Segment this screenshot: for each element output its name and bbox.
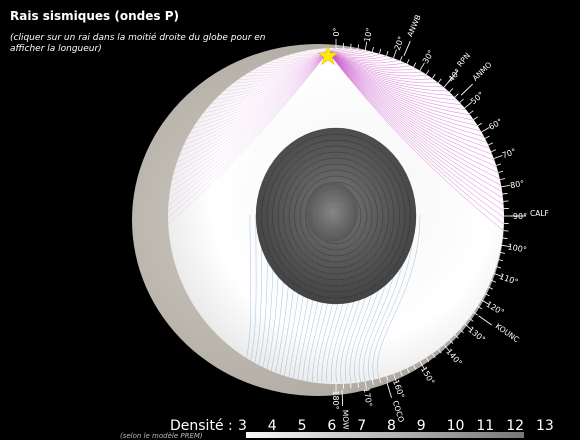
degree-tick bbox=[488, 143, 493, 145]
degree-tick bbox=[500, 179, 505, 180]
degree-label: 80° bbox=[510, 179, 526, 190]
station-marker bbox=[479, 316, 492, 325]
degree-label: 50° bbox=[469, 90, 486, 106]
degree-tick bbox=[414, 63, 416, 67]
station-label: RPN bbox=[455, 51, 472, 69]
density-colorbar bbox=[246, 432, 524, 438]
degree-tick bbox=[498, 171, 503, 172]
degree-tick bbox=[491, 150, 496, 152]
station-label: ANWB bbox=[405, 13, 422, 38]
degree-tick bbox=[400, 56, 402, 61]
station-label: MOW bbox=[341, 410, 351, 431]
degree-tick bbox=[460, 99, 464, 102]
degree-label: 170° bbox=[361, 387, 373, 408]
degree-tick bbox=[503, 238, 508, 239]
degree-label: 20° bbox=[393, 35, 406, 51]
degree-tick bbox=[420, 63, 425, 71]
degree-tick bbox=[485, 136, 489, 138]
station-label: ANMO bbox=[471, 60, 494, 83]
station-marker bbox=[461, 84, 473, 95]
degree-label: 30° bbox=[421, 49, 436, 66]
degree-tick bbox=[500, 252, 505, 253]
degree-label: 0° bbox=[332, 27, 341, 36]
degree-tick bbox=[387, 51, 389, 56]
station-label: KOUNC bbox=[494, 322, 521, 345]
degree-label: 90° bbox=[513, 212, 527, 221]
inner-core bbox=[306, 182, 358, 242]
degree-tick bbox=[407, 59, 409, 64]
degree-tick bbox=[426, 70, 429, 74]
degree-tick bbox=[501, 185, 510, 187]
degree-tick bbox=[379, 49, 380, 54]
degree-label: 130° bbox=[466, 325, 487, 344]
degree-tick bbox=[449, 88, 452, 92]
degree-label: 60° bbox=[487, 117, 504, 132]
degree-tick bbox=[365, 42, 367, 51]
degree-tick bbox=[438, 79, 441, 83]
degree-tick bbox=[494, 155, 502, 158]
degree-tick bbox=[465, 102, 472, 108]
station-marker bbox=[387, 382, 392, 397]
degree-tick bbox=[496, 164, 501, 166]
degree-tick bbox=[474, 117, 478, 120]
degree-tick bbox=[481, 128, 489, 133]
degree-tick bbox=[469, 111, 473, 114]
degree-tick bbox=[478, 123, 482, 126]
degree-tick bbox=[432, 74, 435, 78]
station-marker bbox=[404, 41, 410, 56]
degree-tick bbox=[372, 47, 373, 52]
legend-note: (selon le modèle PREM) bbox=[120, 432, 203, 440]
degree-label: 160° bbox=[391, 378, 406, 399]
degree-label: 70° bbox=[501, 147, 517, 160]
degree-label: 120° bbox=[484, 300, 505, 317]
degree-label: 110° bbox=[498, 272, 519, 287]
station-label: CALF bbox=[530, 209, 549, 218]
degree-label: 150° bbox=[419, 365, 436, 386]
station-marker bbox=[342, 390, 343, 406]
degree-label: 10° bbox=[363, 27, 374, 43]
degree-label: 180° bbox=[331, 390, 340, 409]
legend-value: 13 bbox=[536, 418, 554, 434]
degree-label: 100° bbox=[507, 242, 528, 254]
degree-tick bbox=[503, 193, 508, 194]
degree-tick bbox=[455, 94, 459, 98]
degree-label: 140° bbox=[444, 347, 463, 368]
degree-tick bbox=[393, 50, 396, 58]
